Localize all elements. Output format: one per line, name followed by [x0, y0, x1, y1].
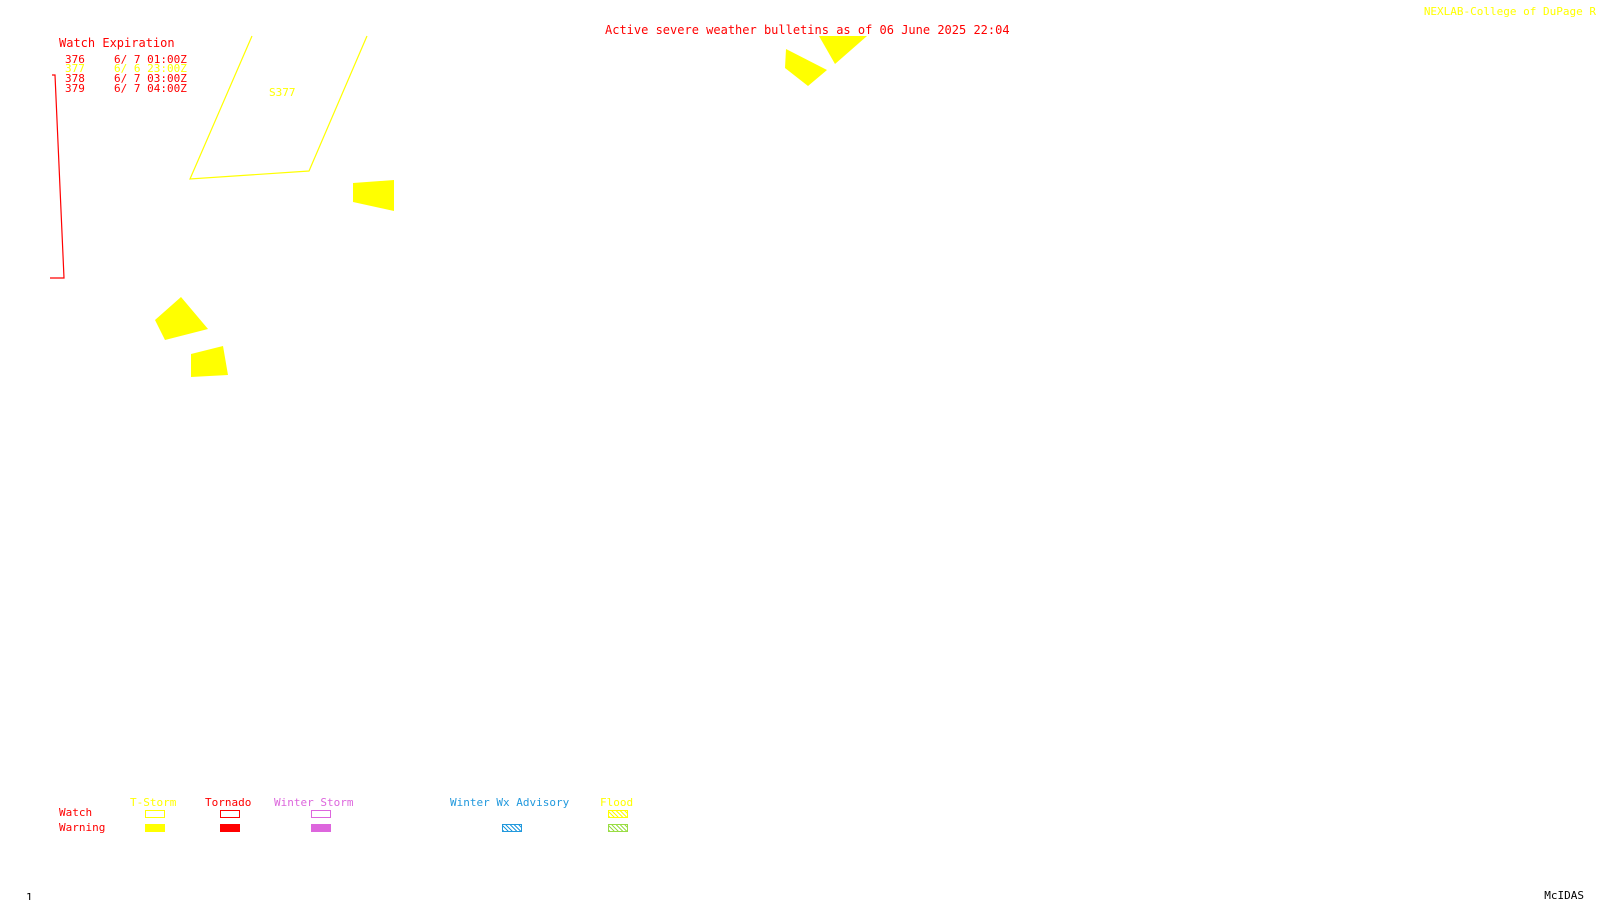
legend-tornado-warning-swatch [220, 824, 240, 832]
thunderstorm-warning-polygon [353, 180, 394, 211]
thunderstorm-warning-polygon [155, 297, 208, 340]
legend-column-label: T-Storm [130, 796, 177, 809]
thunderstorm-warning-polygon [785, 49, 827, 86]
watch-row-expires: 6/ 7 01:00Z [114, 53, 187, 66]
watch-row-expires: 6/ 6 23:00Z [114, 62, 187, 75]
software-label: McIDAS [1544, 889, 1584, 900]
frame-number: 1 [26, 891, 33, 900]
watch-row-id: 379 [65, 82, 85, 95]
watch-row-id: 378 [65, 72, 85, 85]
legend-winter-storm-warning-swatch [311, 824, 331, 832]
thunderstorm-warning-polygon [819, 36, 867, 64]
legend-column-label: Flood [600, 796, 634, 809]
legend-thunderstorm-warning-swatch [145, 824, 165, 832]
watch-row-expires: 6/ 7 03:00Z [114, 72, 187, 85]
legend-row-label-watch: Watch [59, 806, 93, 819]
legend-winter-advisory-swatch [502, 824, 522, 832]
credit-label: NEXLAB-College of DuPage R [1423, 5, 1596, 18]
watch-table-heading: Watch Expiration [59, 36, 175, 50]
legend-column-label: Winter Storm [274, 796, 354, 809]
thunderstorm-warning-polygon [191, 346, 228, 377]
legend-flood-warning-swatch [608, 824, 628, 832]
legend-flood-watch-swatch [608, 810, 628, 818]
legend-column-label: Tornado [205, 796, 252, 809]
watch-row-expires: 6/ 7 04:00Z [114, 82, 187, 95]
legend-winter-storm-watch-swatch [311, 810, 331, 818]
legend-tornado-watch-swatch [220, 810, 240, 818]
legend-row-label-warning: Warning [59, 821, 106, 834]
watch-row-id: 376 [65, 53, 85, 66]
legend-thunderstorm-watch-swatch [145, 810, 165, 818]
thunderstorm-watch-outline [189, 35, 368, 180]
legend-column-label: Winter Wx Advisory [450, 796, 570, 809]
watch-label: S377 [269, 86, 296, 99]
watch-row-id: 377 [65, 62, 85, 75]
tornado-watch-outline [50, 74, 65, 279]
map-title: Active severe weather bulletins as of 06… [605, 23, 1010, 37]
